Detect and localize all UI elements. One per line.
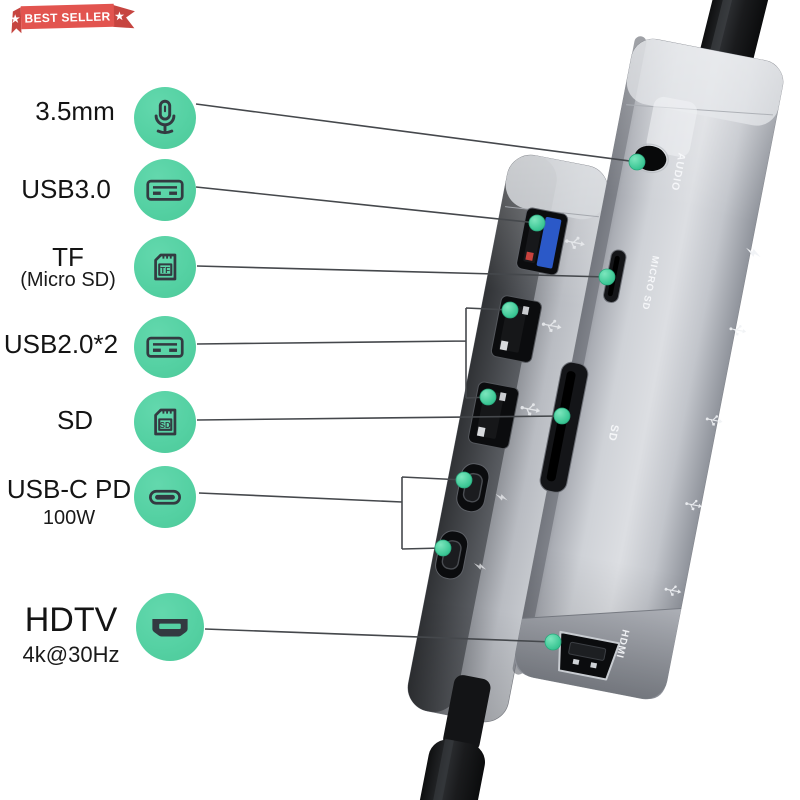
hdmi-icon xyxy=(136,593,204,661)
microphone-icon xyxy=(134,87,196,149)
legend-label-usb3: USB3.0 xyxy=(21,174,111,204)
ribbon-label: ★ BEST SELLER ★ xyxy=(10,9,126,26)
usb-cable-bottom xyxy=(412,675,491,800)
hub-face-side xyxy=(512,36,784,700)
sd-slot xyxy=(539,361,589,493)
tf-card-icon: TF xyxy=(134,236,196,298)
usb-c-icon xyxy=(134,466,196,528)
legend-label-usbc: USB-C PD xyxy=(6,474,132,504)
hub-ports-side xyxy=(407,154,609,723)
usb-port-icon xyxy=(134,159,196,221)
legend-label-tf: TF xyxy=(52,242,84,272)
legend-label-hdtv: HDTV xyxy=(24,601,118,639)
legend-label-35mm: 3.5mm xyxy=(35,96,115,126)
legend-sublabel-hdtv: 4k@30Hz xyxy=(22,642,120,667)
legend-label-usb2: USB2.0*2 xyxy=(3,329,119,359)
ribbon-tail-right xyxy=(112,4,135,29)
legend-sublabel-usbc: 100W xyxy=(42,507,96,529)
svg-text:SD: SD xyxy=(160,421,171,430)
hdmi-port xyxy=(558,630,621,681)
best-seller-badge: ★ BEST SELLER ★ xyxy=(10,3,135,34)
legend-sublabel-tf: (Micro SD) xyxy=(20,269,116,291)
usb-port-icon xyxy=(134,316,196,378)
sd-card-icon: SD xyxy=(134,391,196,453)
ribbon-band xyxy=(20,3,115,30)
legend-label-sd: SD xyxy=(56,405,94,435)
ribbon-tail-left xyxy=(11,7,22,34)
svg-text:TF: TF xyxy=(160,266,170,275)
